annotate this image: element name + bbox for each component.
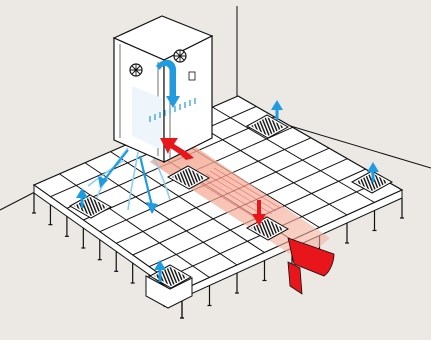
fan-icon: [130, 64, 142, 76]
fan-icon: [174, 50, 186, 62]
air-duct-icon: [288, 238, 334, 294]
control-panel: [189, 72, 195, 80]
